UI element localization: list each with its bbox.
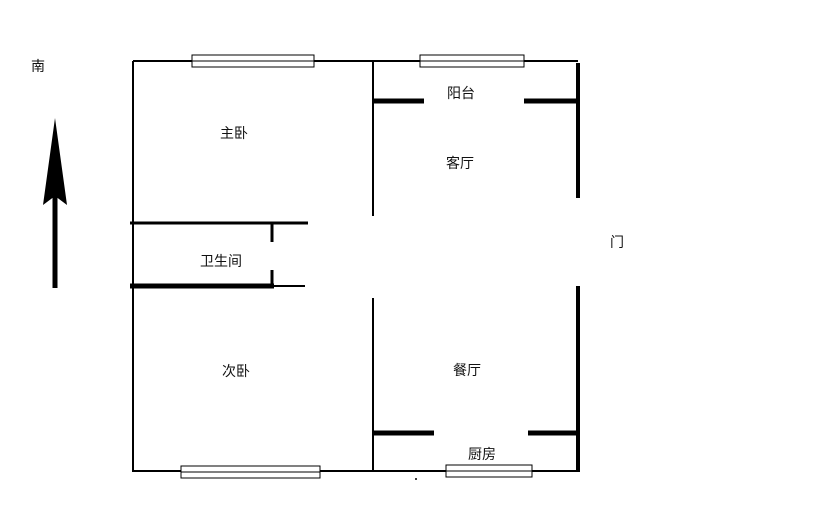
window [419,54,525,68]
room-label-balcony: 阳台 [447,86,475,102]
dot-mark [415,478,417,480]
north-arrow-icon [43,118,67,288]
window [191,54,315,68]
room-label-dining-room: 餐厅 [453,363,481,379]
thick-walls [130,63,580,470]
room-label-second-bedroom: 次卧 [222,364,250,380]
bathroom-walls [130,221,308,287]
compass-label: 南 [31,59,45,75]
room-label-bathroom: 卫生间 [200,254,242,270]
window [445,464,533,478]
entrance-door-label: 门 [610,235,624,251]
room-label-kitchen: 厨房 [468,447,496,463]
window [180,465,321,479]
room-label-living-room: 客厅 [446,156,474,172]
room-label-master-bedroom: 主卧 [220,126,248,142]
